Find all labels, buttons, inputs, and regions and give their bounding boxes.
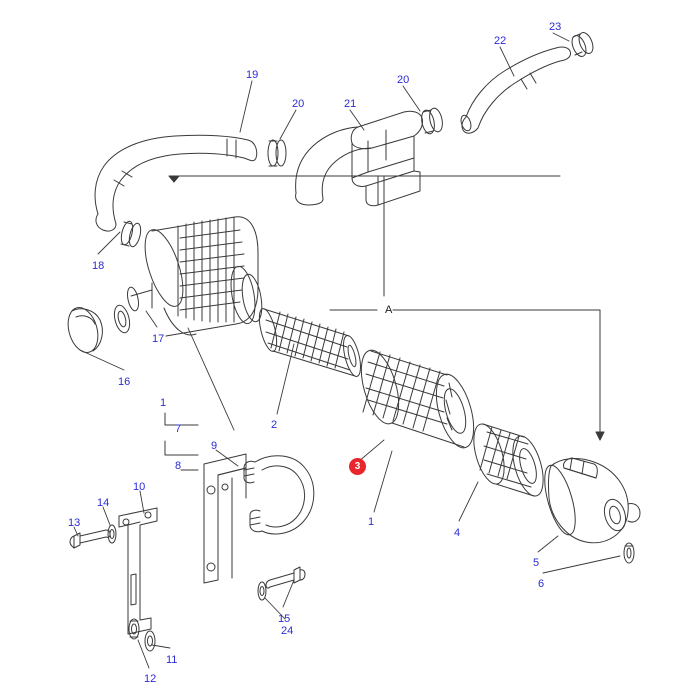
air-cleaner-housing — [127, 216, 263, 337]
callout-18: 18 — [92, 260, 105, 272]
callout-19: 19 — [246, 69, 259, 81]
section-label-a: A — [385, 304, 393, 316]
callout-13: 13 — [68, 517, 81, 529]
callout-1-left: 1 — [160, 397, 167, 409]
canister-5 — [544, 457, 641, 544]
callout-20-right: 20 — [397, 74, 410, 86]
bracket-8 — [203, 453, 247, 584]
connector-4 — [473, 423, 544, 497]
callout-11: 11 — [166, 654, 178, 666]
bolt-13 — [69, 529, 111, 549]
bolt-15 — [265, 566, 306, 589]
section-bracket-a — [168, 175, 605, 441]
duct-21 — [295, 110, 423, 207]
clamp-18 — [120, 220, 142, 248]
clamp-20-left — [267, 139, 287, 167]
callout-10: 10 — [133, 481, 146, 493]
callout-6: 6 — [538, 578, 545, 590]
nut-11 — [128, 618, 140, 640]
highlighted-part-badge[interactable]: 3 — [349, 458, 366, 475]
hose-22 — [460, 46, 571, 134]
callout-9: 9 — [211, 440, 218, 452]
callout-17: 17 — [152, 333, 165, 345]
clamp-20-right — [421, 107, 443, 135]
callout-7: 7 — [175, 423, 182, 435]
washer-6 — [623, 542, 635, 564]
support-arm-10 — [118, 507, 158, 635]
filter-element-2 — [258, 308, 361, 377]
callout-8: 8 — [175, 460, 182, 472]
clamp-23 — [571, 32, 594, 57]
callout-14: 14 — [97, 497, 110, 509]
callout-5: 5 — [533, 557, 540, 569]
ring-17 — [113, 304, 131, 334]
washer-14 — [107, 524, 117, 544]
leader-lines — [73, 32, 621, 669]
washer-12 — [144, 630, 156, 652]
callout-21: 21 — [344, 98, 357, 110]
callout-20-left: 20 — [292, 98, 305, 110]
callout-4: 4 — [454, 527, 461, 539]
washer-24 — [257, 581, 267, 601]
callout-12: 12 — [144, 673, 157, 685]
cap-16 — [67, 307, 103, 353]
bracket-7-indicator — [164, 412, 199, 456]
callout-24: 24 — [281, 625, 294, 637]
callout-15: 15 — [278, 613, 291, 625]
callout-16: 16 — [118, 376, 131, 388]
main-filter-3 — [360, 349, 475, 449]
callout-22: 22 — [494, 35, 507, 47]
hose-19 — [94, 134, 258, 232]
callout-23: 23 — [549, 21, 562, 33]
clamp-band-9 — [243, 455, 315, 535]
callout-1-right: 1 — [368, 516, 375, 528]
callout-2: 2 — [271, 419, 278, 431]
